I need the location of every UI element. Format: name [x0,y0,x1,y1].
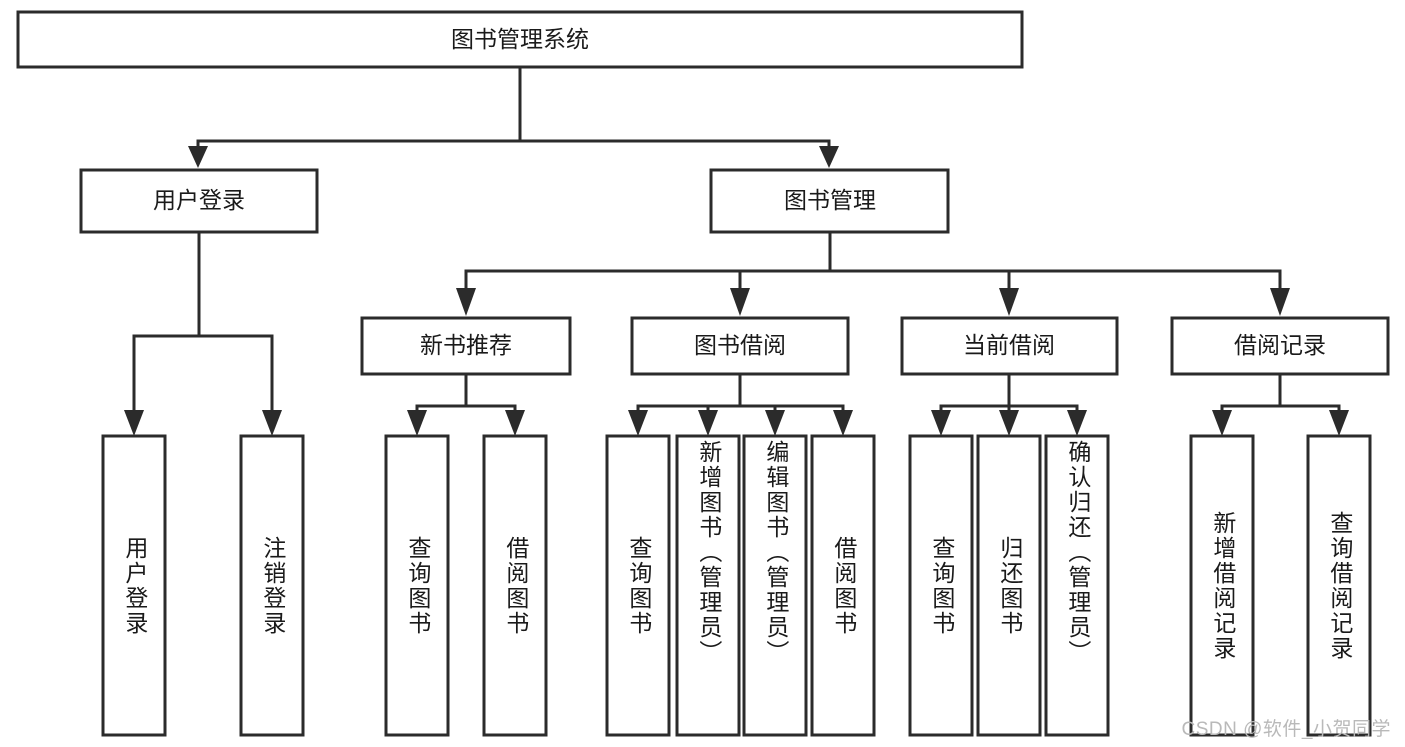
root-box [16,10,1024,69]
leaf-box-br-2[interactable] [1306,434,1372,737]
leaf-box-cb-2[interactable] [976,434,1042,737]
new-book-recommend-box [360,316,572,376]
arrowhead-leaf-cb-1 [931,410,951,436]
leaf-box-nbr-1[interactable] [384,434,450,737]
arrowhead-leaf-br-1 [1212,410,1232,436]
leaf-box-user-login-2[interactable] [239,434,305,737]
arrowhead-book-manage [819,146,839,168]
user-login-label: 用户登录 [153,187,245,213]
leaf-box-nbr-2[interactable] [482,434,548,737]
arrowhead-book-borrow [730,288,750,316]
arrowhead-leaf-cb-2 [999,410,1019,436]
leaf-box-bb-4[interactable] [810,434,876,737]
arrowhead-leaf-bb-2 [698,410,718,436]
node-borrow-record[interactable]: 借阅记录 [1170,316,1390,376]
node-new-book-recommend[interactable]: 新书推荐 [360,316,572,376]
arrowhead-leaf-nbr-1 [407,410,427,436]
node-current-borrow[interactable]: 当前借阅 [900,316,1119,376]
arrowhead-new-book-recommend [456,288,476,316]
current-borrow-label: 当前借阅 [963,332,1055,358]
arrowhead-user-login [188,146,208,168]
node-book-borrow[interactable]: 图书借阅 [630,316,850,376]
leaf-box-cb-1[interactable] [908,434,974,737]
arrowhead-leaf-nbr-2 [505,410,525,436]
arrowhead-leaf-bb-3 [765,410,785,436]
arrowhead-leaf-bb-4 [833,410,853,436]
leaf-box-bb-2[interactable] [675,434,741,737]
node-root[interactable]: 图书管理系统 [16,10,1024,69]
csdn-watermark: CSDN @软件_小贺同学 [1181,719,1391,740]
borrow-record-label: 借阅记录 [1234,332,1326,358]
arrowhead-leaf-user-login-2 [262,410,282,436]
arrowhead-leaf-bb-1 [628,410,648,436]
book-manage-box [709,168,950,234]
node-book-manage[interactable]: 图书管理 [709,168,950,234]
current-borrow-box [900,316,1119,376]
arrowhead-leaf-user-login-1 [124,410,144,436]
arrowhead-leaf-br-2 [1329,410,1349,436]
leaf-box-bb-1[interactable] [605,434,671,737]
leaf-box-cb-3[interactable] [1044,434,1110,737]
arrowhead-leaf-cb-3 [1067,410,1087,436]
leaf-box-user-login-1[interactable] [101,434,167,737]
book-borrow-label: 图书借阅 [694,332,786,358]
arrowhead-current-borrow [999,288,1019,316]
leaf-box-br-1[interactable] [1189,434,1255,737]
root-label: 图书管理系统 [451,26,589,52]
new-book-recommend-label: 新书推荐 [420,332,512,358]
book-manage-label: 图书管理 [784,187,876,213]
leaf-box-bb-3[interactable] [742,434,808,737]
arrowhead-borrow-record [1270,288,1290,316]
node-user-login[interactable]: 用户登录 [79,168,319,234]
book-borrow-box [630,316,850,376]
borrow-record-box [1170,316,1390,376]
